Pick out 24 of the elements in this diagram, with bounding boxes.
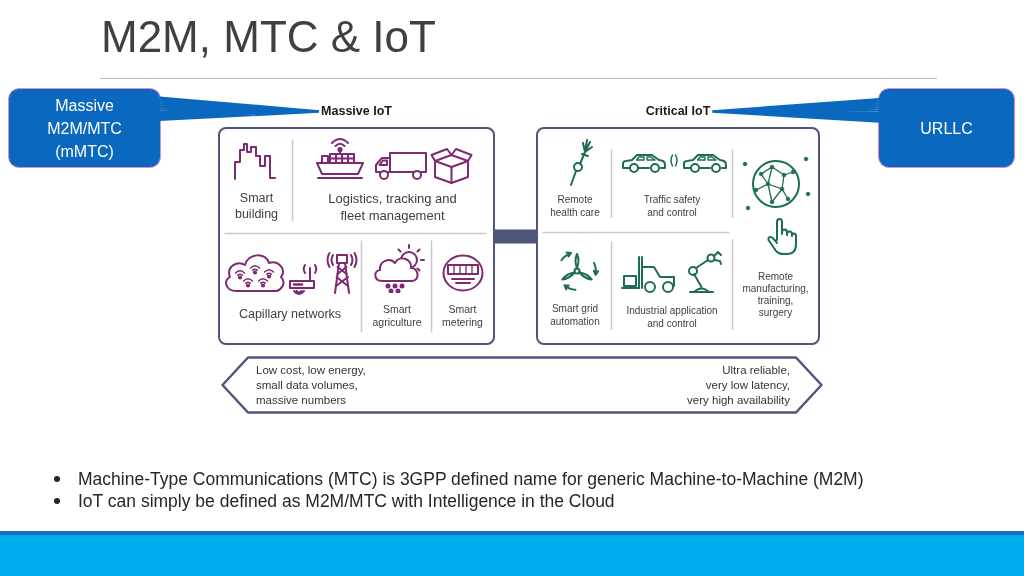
band-text: Low cost, low energy, small data volumes, massive numbers (256, 363, 366, 408)
panel-heading: Massive IoT (321, 104, 392, 119)
use-case-label: Remote health care (550, 193, 600, 219)
speech-bubble (8, 88, 161, 168)
slide-title: M2M, MTC & IoT (101, 12, 436, 62)
callout-pointer (158, 96, 321, 122)
use-case-label: Smart agriculture (372, 303, 422, 329)
use-case-label: Industrial application and control (626, 303, 718, 330)
bullet-text: IoT can simply be defined as M2M/MTC with Intelligence in the Cloud (78, 491, 615, 511)
use-case-label: Traffic safety and control (643, 193, 701, 219)
panel-heading: Critical IoT (645, 104, 711, 119)
callout-pointer (711, 98, 881, 123)
use-case-label: Smart building (234, 189, 279, 222)
callout-text: Massive M2M/MTC (mMTC) (47, 95, 122, 162)
use-case-label: Logistics, tracking and fleet management (328, 189, 457, 224)
use-case-label: Smart metering (442, 303, 483, 329)
use-case-label: Capillary networks (238, 305, 342, 322)
band-text: Ultra reliable, very low latency, very high availability (687, 363, 790, 408)
use-case-label: Smart grid automation (550, 303, 600, 329)
callout-text: URLLC (920, 118, 973, 139)
use-case-label: Remote manufacturing, training, surgery (742, 270, 809, 320)
bullet-text: Machine-Type Communications (MTC) is 3GPP defined name for generic Machine-to-Machine (M2M) (78, 469, 864, 489)
speech-bubble (878, 88, 1015, 168)
connector-bar (495, 229, 536, 244)
